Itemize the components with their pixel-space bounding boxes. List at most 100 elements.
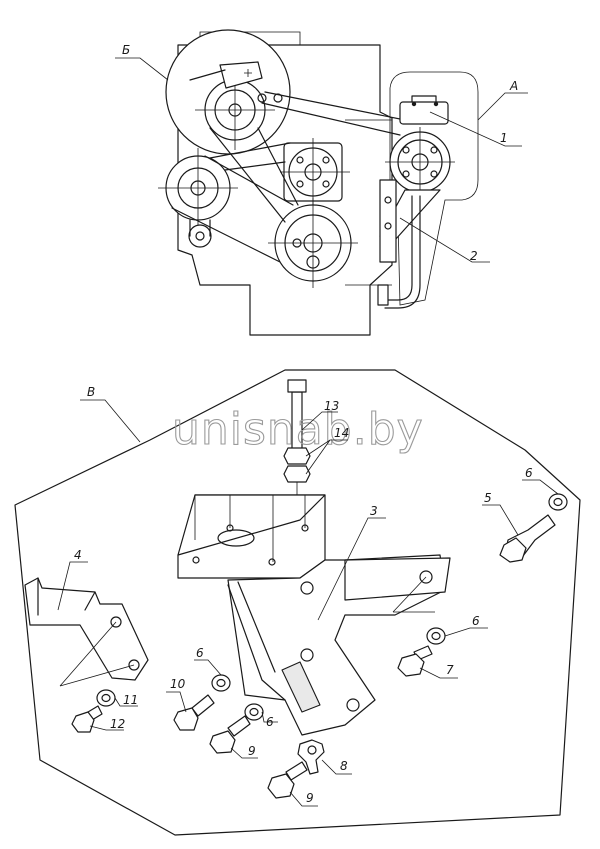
tensioner-eye <box>188 224 212 248</box>
label-V: В <box>87 385 95 399</box>
washer-6-left <box>211 674 231 692</box>
pipe-clamp <box>377 284 389 306</box>
bracket-4-edge <box>37 577 96 616</box>
washer-6-left-hole <box>216 678 226 688</box>
bracket-3-hole-4 <box>268 558 276 566</box>
bolt-7-head <box>397 653 425 677</box>
leader-14 <box>305 439 348 475</box>
bracket-mount <box>379 179 397 263</box>
bracket-bolt-1 <box>257 93 267 103</box>
label-14: 14 <box>334 426 349 440</box>
label-6c: 6 <box>196 646 204 660</box>
leader-pair <box>194 494 325 562</box>
generator-bracket <box>219 61 263 89</box>
leader-V <box>80 399 141 443</box>
label-11: 11 <box>123 693 138 707</box>
engine-block-outline <box>177 44 393 336</box>
nut-14-b <box>283 465 311 483</box>
idler-axis <box>158 148 238 228</box>
tensioner-eye-inner <box>195 231 205 241</box>
pump-hole-2 <box>322 156 330 164</box>
leader-6b <box>444 627 488 637</box>
label-1: 1 <box>500 131 508 145</box>
rib-2 <box>237 581 276 673</box>
washer-6-right-hole <box>431 631 441 641</box>
bracket-4-leader <box>59 621 135 687</box>
body-hole-3 <box>346 698 360 712</box>
belt-compressor-top <box>261 91 406 136</box>
compressor-hole-1 <box>402 146 410 154</box>
bracket-4-hole-1 <box>110 616 122 628</box>
leader-3 <box>317 517 386 621</box>
leader-12 <box>89 725 124 731</box>
label-B: Б <box>122 43 130 57</box>
leader-13 <box>301 411 338 431</box>
bracket-4 <box>24 577 149 681</box>
belt-left <box>171 155 294 263</box>
compressor-hole-3 <box>402 170 410 178</box>
washer-11-hole <box>101 693 111 703</box>
label-13: 13 <box>324 399 339 413</box>
belt-generator <box>209 127 299 223</box>
bolt-9a-head <box>209 730 236 754</box>
leader-8 <box>321 759 352 775</box>
leader-4 <box>57 561 88 611</box>
label-6b: 6 <box>472 614 480 628</box>
arm-leader <box>392 576 435 613</box>
lock-washer-8 <box>297 739 325 775</box>
leader-5 <box>482 504 519 536</box>
label-A: А <box>509 79 518 93</box>
rib-1 <box>227 584 286 701</box>
body-hole-1 <box>300 581 314 595</box>
label-2: 2 <box>470 249 478 263</box>
lock-washer-8-hole <box>307 745 317 755</box>
detail-view-v <box>14 369 581 836</box>
label-4: 4 <box>74 548 82 562</box>
nut-14-a <box>283 447 311 465</box>
mount-bolt-2 <box>384 222 392 230</box>
compressor-zone-outline <box>389 71 479 306</box>
tensioner-link <box>189 219 211 237</box>
pump-hole-4 <box>322 180 330 188</box>
label-9a: 9 <box>248 744 256 758</box>
leader-6c <box>194 659 222 676</box>
label-12: 12 <box>110 717 125 731</box>
slot <box>281 661 321 713</box>
bolt-12-head <box>71 711 95 733</box>
leader-2 <box>399 217 490 263</box>
tension-rod <box>189 69 226 81</box>
label-5: 5 <box>484 491 492 505</box>
pump-hole-3 <box>296 180 304 188</box>
leader-11 <box>114 697 138 707</box>
compressor-head <box>399 101 449 125</box>
detail-frame <box>14 369 581 836</box>
arm-hole <box>419 570 433 584</box>
compressor-hole-2 <box>430 146 438 154</box>
washer-6-mid <box>244 703 264 721</box>
bolt-13-head <box>287 379 307 393</box>
leader-6a <box>522 479 559 495</box>
label-7: 7 <box>446 663 454 677</box>
leader-10 <box>166 691 187 713</box>
cross-mark-1 <box>244 69 252 77</box>
bracket-3-hole-3 <box>192 556 200 564</box>
bracket-4-hole-2 <box>128 659 140 671</box>
label-6a: 6 <box>525 466 533 480</box>
washer-11 <box>96 689 116 707</box>
washer-6-top-hole <box>553 497 563 507</box>
label-3: 3 <box>370 504 378 518</box>
washer-6-right <box>426 627 446 645</box>
pump-hole-1 <box>296 156 304 164</box>
compressor-head-detail <box>411 95 437 103</box>
belt-upper <box>209 142 291 171</box>
engine-front-view <box>158 29 479 336</box>
leader-A <box>477 92 528 121</box>
leader-6d <box>261 711 278 723</box>
leader-7 <box>419 667 458 679</box>
washer-6-mid-hole <box>249 707 259 717</box>
mount-bolt-1 <box>384 196 392 204</box>
body-hole-2 <box>300 648 314 662</box>
label-8: 8 <box>340 759 348 773</box>
bracket-3-arm <box>344 557 451 601</box>
